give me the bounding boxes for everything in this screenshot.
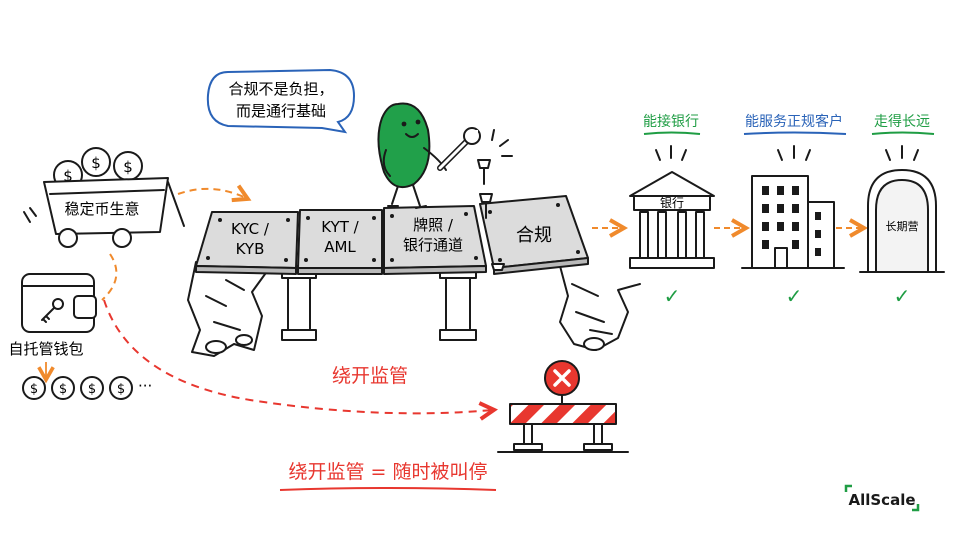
svg-text:$: $ (123, 158, 133, 176)
bolt-icon (477, 129, 513, 185)
destination-office-heading: 能服务正规客户 (745, 113, 843, 130)
bank-sign-label: 银行 (660, 196, 684, 210)
cliff-right (559, 265, 641, 351)
plank-kyc-line-2: KYB (236, 240, 265, 258)
plank-license-line-1: 牌照 / (413, 216, 454, 234)
brand-name: AllScale (848, 491, 915, 509)
svg-text:$: $ (59, 382, 67, 397)
check-icon: ✓ (786, 284, 803, 308)
green-mascot (377, 102, 481, 209)
bubble-line-2: 而是通行基础 (236, 102, 326, 120)
bolt-icon (491, 263, 505, 271)
bridge-pillar (281, 265, 317, 341)
check-icon: ✓ (664, 284, 681, 308)
arched-door-icon (859, 169, 945, 273)
cliff-left (187, 261, 269, 357)
bank-building-icon (629, 171, 715, 269)
bolt-icon (479, 193, 493, 219)
bypass-label: 绕开监管 (332, 365, 408, 387)
bridge-plank-license: 牌照 / 银行通道 (383, 205, 487, 275)
wallet: 自托管钱包 (8, 273, 97, 358)
wallet-label: 自托管钱包 (8, 340, 83, 358)
bottom-warning-note: 绕开监管 = 随时被叫停 (289, 461, 488, 483)
bubble-line-1: 合规不是负担， (228, 80, 333, 98)
coins-ellipsis: ··· (138, 377, 152, 395)
plank-kyt-line-1: KYT / (321, 218, 359, 236)
dollar-coin-icon: $ (109, 376, 133, 400)
destination-bank-heading: 能接银行 (643, 113, 699, 130)
dollar-coin-icon: $ (51, 376, 75, 400)
svg-text:$: $ (88, 382, 96, 397)
speech-bubble: 合规不是负担， 而是通行基础 (206, 68, 356, 134)
cart-label: 稳定币生意 (64, 200, 139, 218)
destination-long-road-heading: 走得长远 (874, 113, 930, 130)
office-building-icon (741, 175, 845, 269)
brand-logo: AllScale (844, 484, 920, 512)
dollar-coin-icon: $ (80, 376, 104, 400)
bridge-plank-kyc: KYC / KYB (195, 211, 299, 275)
close-x-icon (553, 369, 571, 387)
destination-office: 能服务正规客户 ✓ (741, 113, 847, 308)
svg-text:$: $ (91, 154, 101, 172)
dollar-coin-icon: $ (113, 151, 143, 181)
door-label: 长期营 (886, 219, 919, 233)
plank-kyt-line-2: AML (324, 238, 356, 256)
bridge-plank-compliance: 合规 (479, 195, 589, 275)
plank-license-line-2: 银行通道 (403, 236, 463, 254)
plank-compliance-label: 合规 (516, 225, 552, 246)
svg-text:$: $ (117, 382, 125, 397)
wrench-icon (437, 127, 481, 171)
coins-row: $ $ $ $ ··· (22, 376, 152, 400)
dollar-coin-icon: $ (22, 376, 46, 400)
check-icon: ✓ (894, 284, 911, 308)
svg-text:$: $ (63, 167, 73, 185)
dollar-coin-icon: $ (81, 147, 111, 177)
bridge-pillar (439, 265, 477, 341)
destination-bank: 能接银行 银行 ✓ (629, 113, 715, 308)
roadblock (497, 360, 629, 453)
coin-cart: $ $ $ 稳定币生意 (23, 147, 185, 248)
key-icon (41, 298, 64, 323)
svg-text:$: $ (30, 382, 38, 397)
bridge-plank-kyt: KYT / AML (297, 209, 383, 275)
destination-long-road: 走得长远 长期营 ✓ (859, 113, 945, 308)
plank-kyc-line-1: KYC / (231, 220, 270, 238)
